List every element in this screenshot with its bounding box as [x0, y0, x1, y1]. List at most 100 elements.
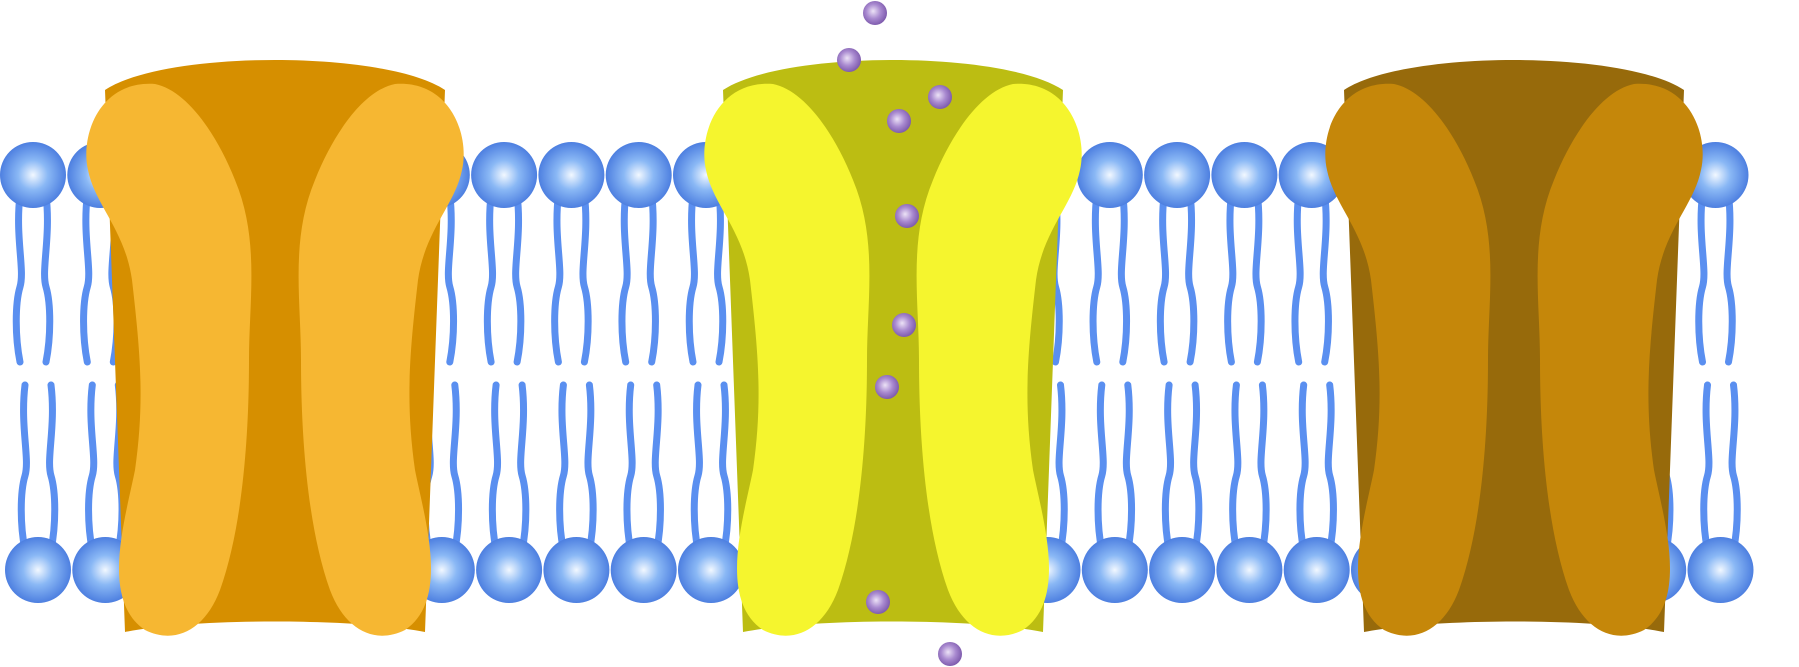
- phospholipid-head-icon: [5, 537, 71, 603]
- phospholipid-head-icon: [538, 142, 605, 208]
- phospholipid-inner-18: [1216, 381, 1283, 603]
- lipid-tail: [483, 191, 497, 366]
- lipid-tail: [579, 191, 592, 366]
- phospholipid-inner-19: [1283, 381, 1350, 603]
- sphere-icon: [887, 109, 911, 133]
- lipid-tail: [1190, 381, 1203, 554]
- lipid-tail: [1224, 191, 1237, 366]
- lipid-tail: [1728, 381, 1741, 554]
- phospholipid-head-icon: [610, 537, 677, 603]
- sphere-icon: [895, 204, 919, 228]
- sphere-icon: [892, 313, 916, 337]
- lipid-tail: [1252, 191, 1265, 366]
- channel-subunit-right: [916, 83, 1082, 636]
- lipid-tail: [1094, 381, 1107, 554]
- phospholipid-head-icon: [1144, 142, 1211, 208]
- lipid-tail: [1296, 381, 1309, 554]
- channel-subunit-right: [1537, 83, 1703, 636]
- sphere-icon: [938, 642, 962, 666]
- channel-protein-right-closed: [1325, 60, 1703, 636]
- sphere-icon: [866, 590, 890, 614]
- lipid-tail: [17, 381, 30, 554]
- phospholipid-head-icon: [1081, 537, 1148, 603]
- channel-subunit-left: [86, 83, 252, 636]
- sphere-icon: [863, 1, 887, 25]
- channel-protein-left-closed: [86, 60, 464, 636]
- phospholipid-inner-16: [1081, 381, 1148, 603]
- lipid-tail: [1185, 191, 1198, 366]
- lipid-tail: [1695, 191, 1708, 366]
- phospholipid-head-icon: [678, 537, 744, 603]
- sphere-icon: [928, 85, 952, 109]
- sphere-icon: [837, 48, 861, 72]
- lipid-tail: [512, 191, 525, 366]
- lipid-tail: [618, 191, 631, 366]
- channel-subunit-left: [704, 83, 870, 636]
- lipid-tail: [719, 381, 732, 554]
- channel-subunit-left: [1325, 83, 1491, 636]
- phospholipid-inner-25: [1687, 381, 1754, 603]
- phospholipid-head-icon: [1211, 142, 1278, 208]
- phospholipid-head-icon: [476, 537, 543, 603]
- phospholipid-head-icon: [1283, 537, 1350, 603]
- ion-channels: [86, 60, 1703, 636]
- lipid-tail: [449, 381, 463, 554]
- phospholipid-inner-8: [543, 381, 610, 603]
- channel-protein-center-open: [704, 60, 1082, 636]
- phospholipid-outer-17: [1144, 142, 1211, 366]
- phospholipid-outer-7: [471, 142, 538, 366]
- lipid-tail: [1291, 191, 1304, 366]
- lipid-tail: [646, 191, 659, 366]
- lipid-tail: [714, 191, 727, 366]
- sphere-icon: [875, 375, 899, 399]
- phospholipid-head-icon: [0, 142, 66, 208]
- phospholipid-outer-9: [605, 142, 672, 366]
- channel-subunit-right: [298, 83, 464, 636]
- phospholipid-head-icon: [1216, 537, 1283, 603]
- phospholipid-head-icon: [1687, 537, 1754, 603]
- phospholipid-head-icon: [1149, 537, 1216, 603]
- lipid-tail: [1229, 381, 1242, 554]
- lipid-tail: [685, 191, 698, 366]
- phospholipid-head-icon: [543, 537, 610, 603]
- phospholipid-inner-9: [610, 381, 677, 603]
- lipid-tail: [1156, 191, 1170, 366]
- ion-particles: [837, 1, 962, 666]
- lipid-tail: [1122, 381, 1136, 554]
- lipid-tail: [12, 191, 25, 366]
- lipid-tail: [517, 381, 530, 554]
- lipid-tail: [444, 191, 458, 366]
- lipid-tail: [584, 381, 597, 554]
- lipid-tail: [41, 191, 54, 366]
- lipid-tail: [1324, 381, 1337, 554]
- lipid-tail: [46, 381, 59, 554]
- phospholipid-head-icon: [605, 142, 672, 208]
- lipid-tail: [1723, 191, 1736, 366]
- lipid-tail: [1319, 191, 1332, 366]
- phospholipid-outer-16: [1076, 142, 1143, 366]
- lipid-tail: [623, 381, 636, 554]
- phospholipid-inner-0: [5, 381, 71, 603]
- lipid-tail: [488, 381, 502, 554]
- lipid-tail: [651, 381, 664, 554]
- lipid-tail: [1055, 381, 1068, 554]
- phospholipid-inner-10: [678, 381, 744, 603]
- lipid-tail: [1161, 381, 1175, 554]
- lipid-tail: [1257, 381, 1270, 554]
- phospholipid-inner-7: [476, 381, 543, 603]
- lipid-tail: [80, 191, 93, 366]
- lipid-tail: [85, 381, 98, 554]
- phospholipid-outer-18: [1211, 142, 1278, 366]
- lipid-tail: [556, 381, 569, 554]
- phospholipid-head-icon: [471, 142, 538, 208]
- lipid-tail: [1700, 381, 1713, 554]
- phospholipid-outer-8: [538, 142, 605, 366]
- lipid-tail: [690, 381, 703, 554]
- lipid-tail: [1089, 191, 1102, 366]
- phospholipid-inner-17: [1149, 381, 1216, 603]
- phospholipid-outer-0: [0, 142, 66, 366]
- lipid-tail: [551, 191, 564, 366]
- lipid-tail: [1117, 191, 1131, 366]
- phospholipid-head-icon: [1076, 142, 1143, 208]
